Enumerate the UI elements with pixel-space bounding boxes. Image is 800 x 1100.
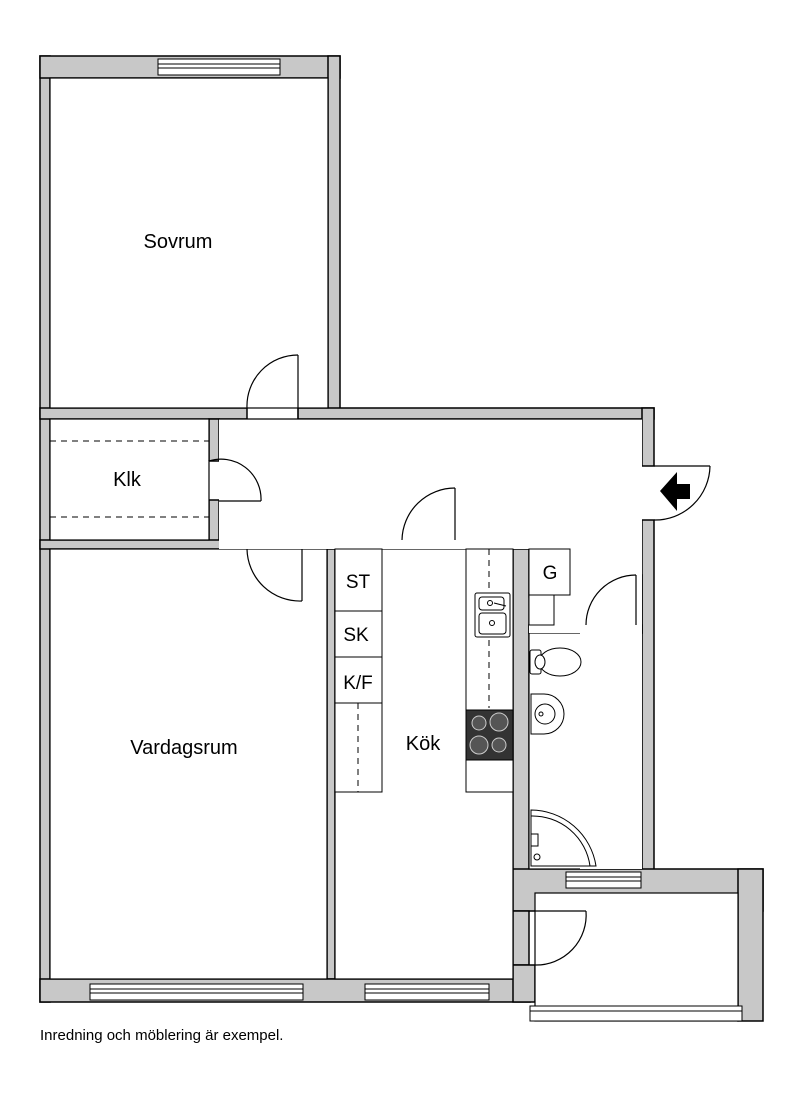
sink-icon (474, 592, 511, 638)
window-living (89, 983, 304, 1001)
cabinet-fridge (334, 656, 383, 704)
appliance-label-dishwasher: ST (346, 572, 371, 593)
door-closet (208, 458, 262, 502)
wall-hall-east-b (641, 519, 655, 871)
floor-closet (49, 418, 210, 541)
room-label-living: Vardagsrum (130, 737, 237, 759)
door-bathroom (585, 574, 637, 626)
wall-kitchen-south-e (512, 964, 536, 1003)
window-balcony (529, 1005, 743, 1022)
footer-note: Inredning och möblering är exempel. (40, 1027, 284, 1044)
wall-balcony-west-a (512, 910, 530, 966)
window-bedroom (157, 58, 281, 76)
window-kitchen (364, 983, 490, 1001)
floor-living (49, 548, 328, 980)
windows (89, 58, 743, 1022)
washer-unit (528, 548, 571, 626)
washbasin-icon (530, 693, 565, 735)
wall-hall-east-a (641, 407, 655, 467)
appliance-label-freezer: SK (343, 625, 369, 646)
room-label-closet: Klk (113, 469, 142, 491)
door-entrance (653, 465, 711, 521)
wall-living-east (326, 548, 336, 980)
wall-balcony-east (737, 868, 764, 1022)
window-bathroom (565, 871, 642, 889)
kitchen-right-counter (465, 548, 514, 793)
appliance-label-washer: G (543, 563, 558, 584)
door-balcony (534, 910, 587, 966)
closet-shelves (50, 440, 209, 518)
room-label-kitchen: Kök (406, 733, 441, 755)
shower-icon (530, 809, 597, 867)
wall-hall-north (297, 407, 655, 420)
wall-bedroom-south-a (39, 407, 248, 420)
stove-icon (465, 709, 514, 761)
floor-bedroom (49, 77, 329, 409)
kitchen-left-cabinets (334, 548, 383, 793)
wall-west (39, 55, 51, 1003)
entrance-arrow-icon (660, 472, 690, 511)
wall-living-north-a (39, 539, 248, 550)
doors (208, 354, 711, 966)
floor-hall (219, 419, 642, 869)
door-kitchen (401, 487, 456, 541)
toilet-icon (529, 647, 582, 677)
wall-bath-west (512, 548, 530, 912)
cabinet-freezer (334, 610, 383, 658)
door-bedroom (246, 354, 299, 409)
appliance-label-fridge: K/F (343, 673, 373, 694)
wall-bedroom-east (327, 55, 341, 410)
wall-closet-east-a (208, 418, 220, 462)
floor-balcony (534, 892, 739, 1022)
bathroom-fixtures (529, 647, 597, 867)
door-living (246, 548, 303, 602)
room-label-bedroom: Sovrum (144, 231, 213, 253)
